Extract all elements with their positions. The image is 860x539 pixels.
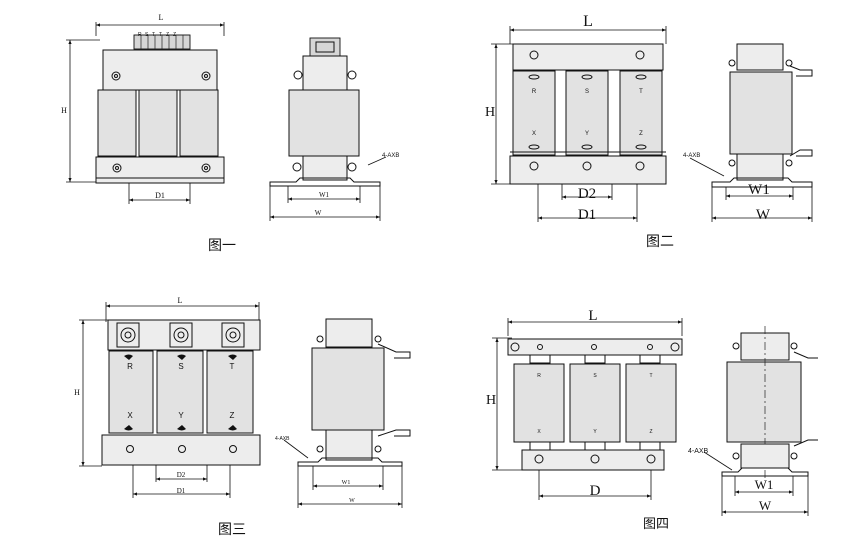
- fig2-side-view: 4-AXB W1 W: [683, 43, 813, 223]
- figure-1: L H R S T T Z Z: [61, 13, 399, 254]
- fig2-caption: 图二: [646, 235, 674, 250]
- fig1-caption: 图一: [208, 239, 236, 254]
- fig4-side-view: 4-AXB W1 W: [688, 326, 818, 516]
- fig2-term-X: X: [532, 131, 536, 137]
- fig3-term-X: X: [127, 411, 133, 420]
- fig4-dim-D: D: [590, 483, 601, 499]
- fig1-front-view: L H R S T T Z Z: [61, 13, 225, 204]
- fig2-term-Z: Z: [639, 131, 643, 137]
- fig1-term-5: Z: [166, 32, 169, 38]
- fig3-side-view: 4-AXB W1 W: [275, 318, 411, 508]
- fig2-dim-W1: W1: [748, 182, 770, 198]
- fig4-term-T: T: [649, 373, 652, 379]
- fig4-term-R: R: [537, 373, 541, 379]
- fig3-term-R: R: [127, 362, 133, 371]
- fig2-dim-D1: D1: [578, 207, 596, 223]
- fig3-caption: 图三: [218, 523, 246, 538]
- fig3-dim-W1: W1: [342, 480, 351, 486]
- fig2-term-R: R: [532, 89, 537, 95]
- fig1-dim-D1: D1: [155, 191, 165, 200]
- fig2-term-S: S: [585, 89, 589, 95]
- fig1-dim-W1: W1: [319, 191, 330, 199]
- fig4-dim-H: H: [486, 393, 496, 408]
- fig2-dim-L: L: [583, 13, 593, 30]
- fig4-dim-W1: W1: [755, 477, 774, 492]
- fig2-front-view: L H R S T X Y Z: [485, 13, 667, 223]
- fig4-caption: 图四: [643, 516, 669, 531]
- fig4-front-view: L H R S T X Y Z: [486, 308, 683, 500]
- fig4-dim-L: L: [588, 308, 597, 324]
- fig3-dim-W: W: [349, 498, 355, 504]
- fig2-dim-D2: D2: [578, 186, 596, 202]
- fig4-term-S: S: [593, 373, 597, 379]
- fig1-term-1: R: [138, 32, 142, 38]
- fig1-term-6: Z: [173, 32, 176, 38]
- fig2-dim-H: H: [485, 105, 495, 120]
- fig1-side-view: 4-AXB W1 W: [269, 37, 399, 221]
- fig4-term-Y: Y: [593, 429, 597, 435]
- fig3-term-Y: Y: [178, 411, 184, 420]
- fig3-dim-L: L: [178, 296, 183, 305]
- fig2-term-T: T: [639, 89, 643, 95]
- fig3-term-S: S: [178, 362, 183, 371]
- fig4-dim-W: W: [759, 498, 772, 513]
- fig4-term-X: X: [537, 429, 541, 435]
- fig1-term-3: T: [152, 32, 155, 38]
- fig2-dim-W: W: [756, 207, 771, 223]
- fig1-holes-label: 4-AXB: [382, 153, 399, 159]
- figure-2: L H R S T X Y Z: [485, 13, 813, 250]
- fig4-term-Z: Z: [649, 429, 652, 435]
- fig3-term-T: T: [230, 362, 235, 371]
- fig4-holes-label: 4-AXB: [688, 448, 709, 455]
- fig3-dim-H: H: [74, 388, 80, 397]
- fig2-holes-label: 4-AXB: [683, 153, 700, 159]
- fig1-dim-L: L: [159, 13, 164, 22]
- fig3-holes-label: 4-AXB: [275, 436, 290, 442]
- fig3-front-view: L H R S T X Y Z: [74, 296, 261, 498]
- fig3-term-Z: Z: [230, 411, 235, 420]
- figure-3: L H R S T X Y Z: [74, 296, 411, 538]
- fig1-term-2: S: [145, 32, 149, 38]
- figure-4: L H R S T X Y Z: [486, 308, 818, 531]
- fig1-dim-W: W: [315, 209, 322, 217]
- fig2-term-Y: Y: [585, 131, 589, 137]
- fig3-dim-D1: D1: [177, 487, 186, 495]
- fig1-dim-H: H: [61, 106, 67, 115]
- fig1-term-4: T: [159, 32, 162, 38]
- fig3-dim-D2: D2: [177, 471, 186, 479]
